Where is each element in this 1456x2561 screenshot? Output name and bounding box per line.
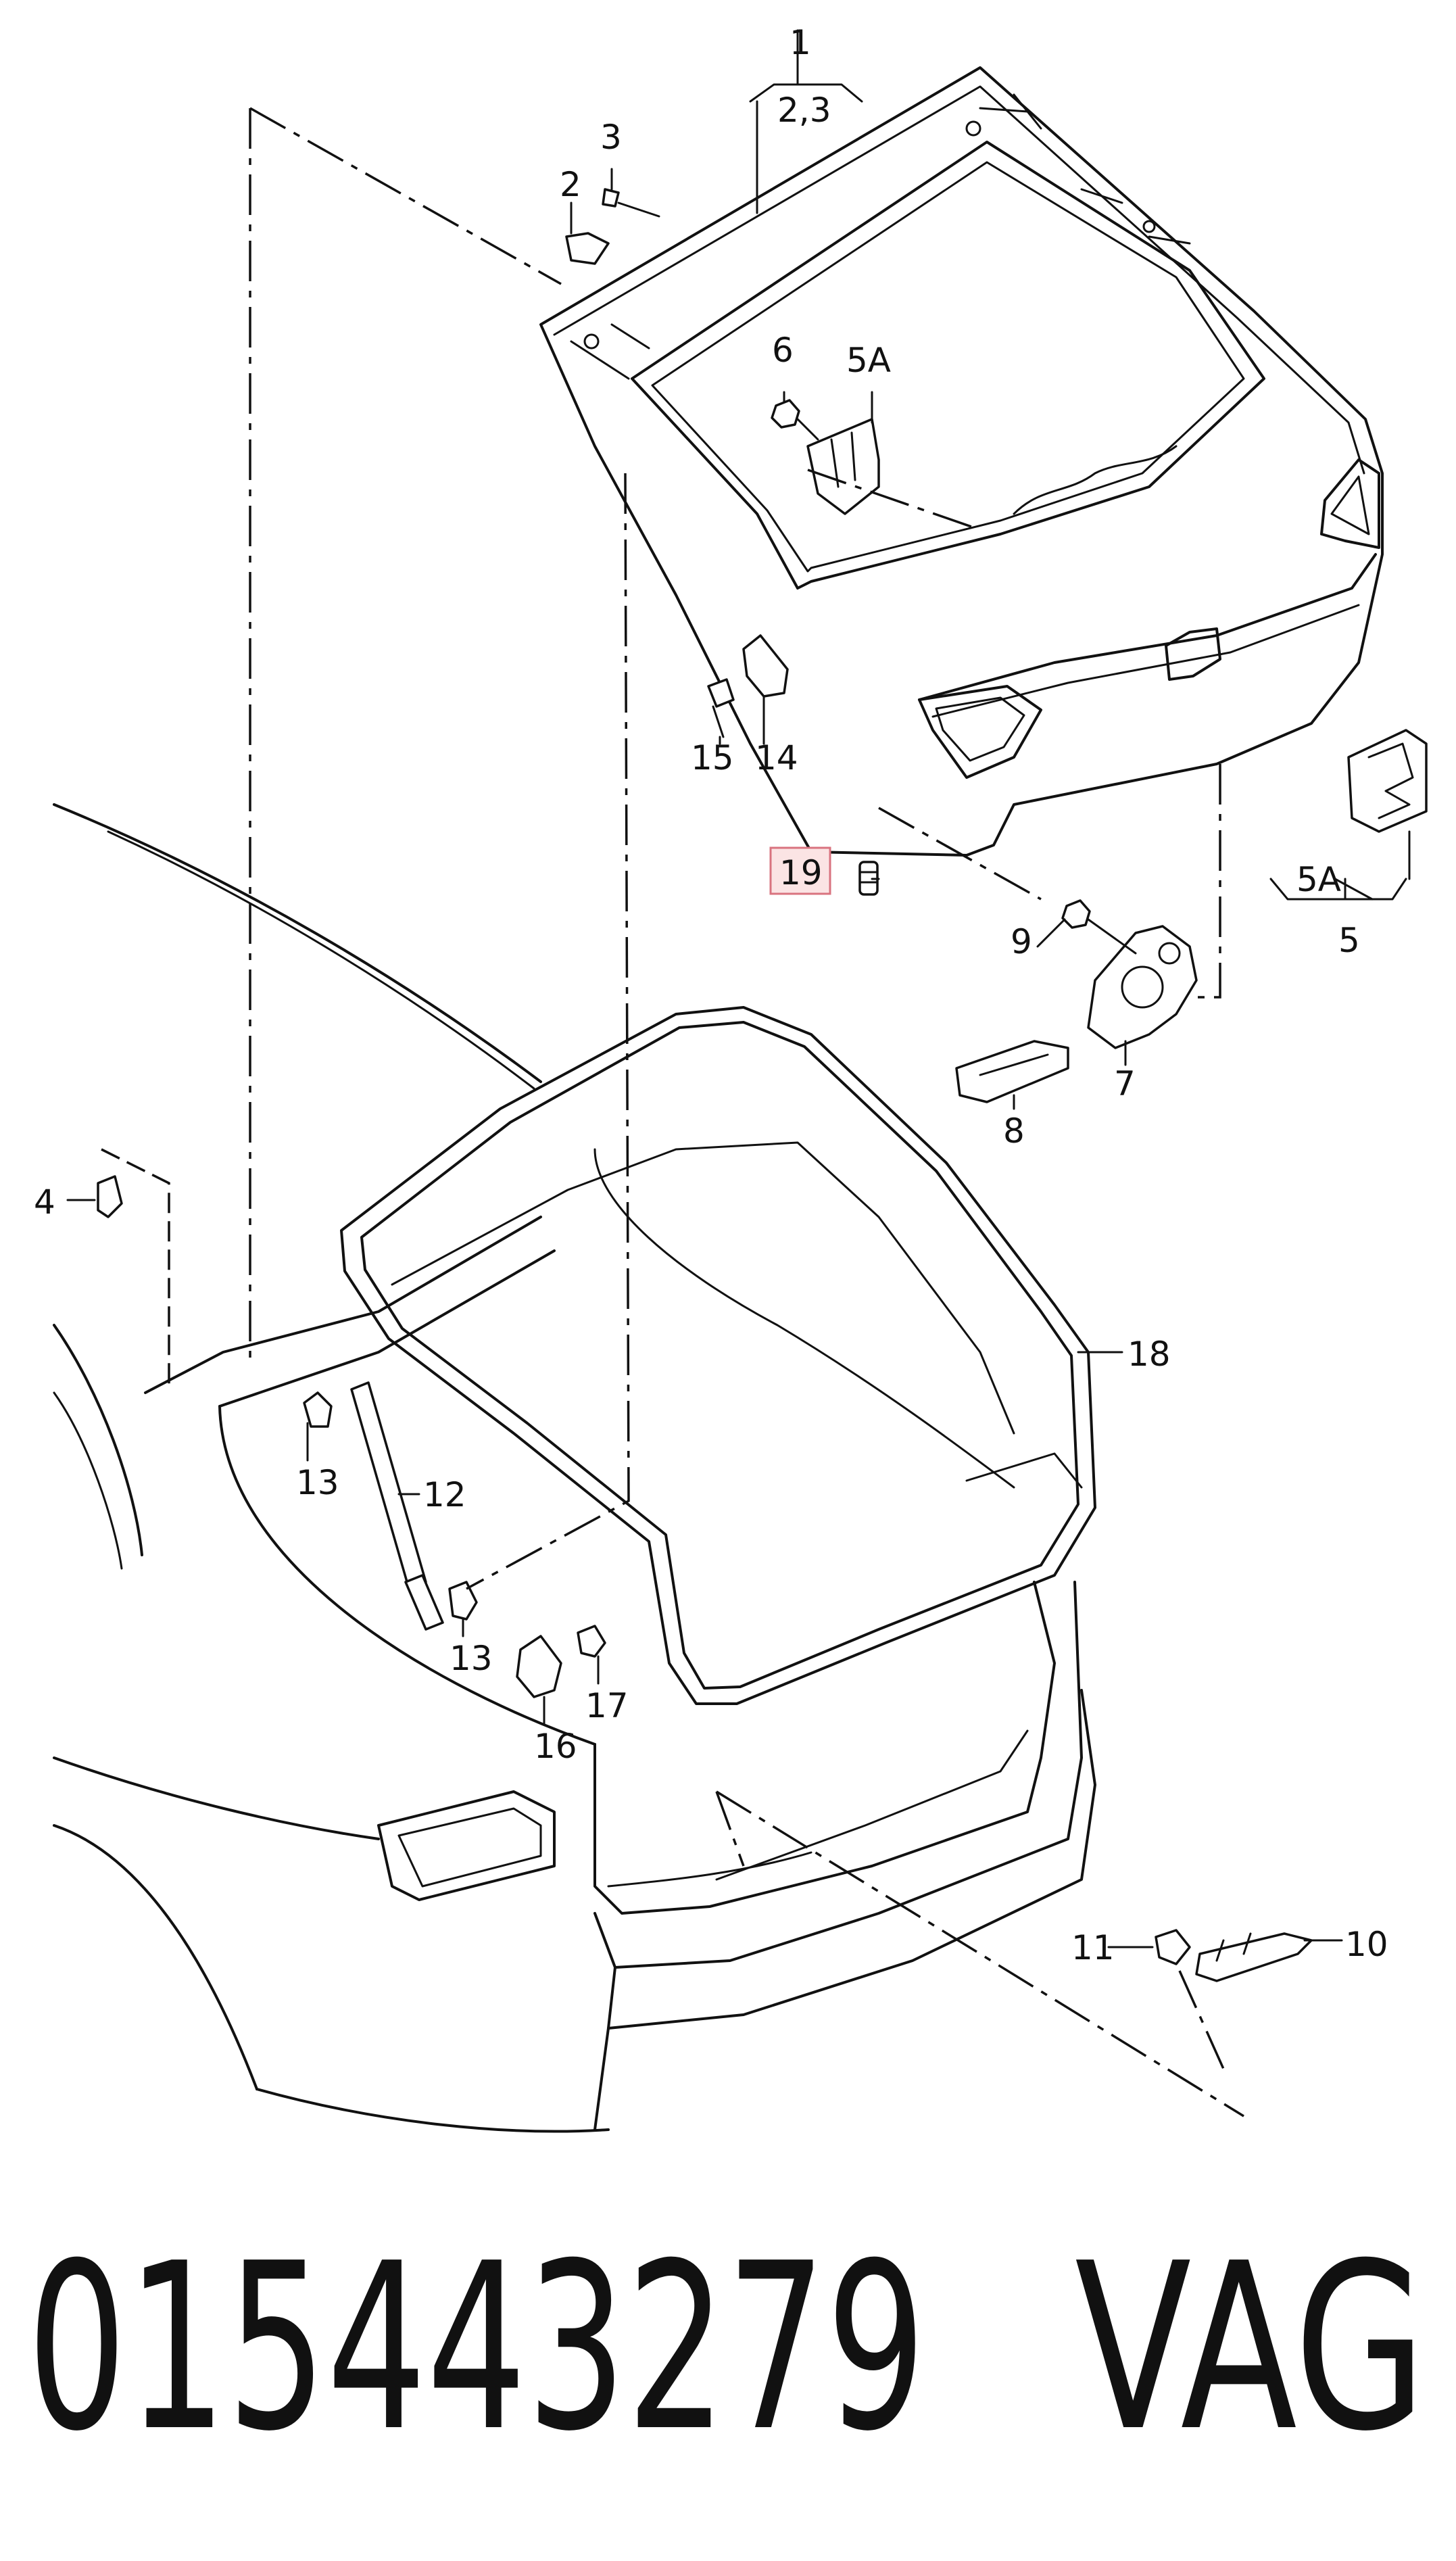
callout-8: 8 [1003,1111,1025,1151]
bracket-part-2 [565,232,610,265]
bolt-part-13-lower [448,1581,478,1621]
callout-1: 1 [790,23,811,62]
callout-10: 10 [1345,1925,1388,1964]
emblem-part-5 [1347,729,1428,833]
callout-15: 15 [691,738,734,777]
handle-part-8 [955,1040,1069,1103]
bolt-part-17 [577,1625,606,1658]
callout-3: 3 [600,118,622,157]
callout-17: 17 [585,1686,629,1725]
clip-part-11 [1155,1929,1191,1965]
callout-9: 9 [1011,922,1032,961]
callout-labels: 1 2,3 2 3 6 5A 15 14 19 5A 5 9 7 8 4 18 … [34,23,1388,1967]
nut-part-6 [771,399,800,429]
footer: 015443279 VAG [27,2214,1426,2482]
bolt-part-15 [707,678,735,708]
callout-5: 5 [1338,921,1360,960]
dashed-reference-lines [101,107,1244,2117]
callout-2-3: 2,3 [777,91,831,130]
bracket-part-10 [1195,1932,1313,1982]
callout-4: 4 [34,1182,55,1222]
clip-part-4 [97,1175,123,1218]
callout-19-highlight [769,846,831,895]
small-parts [97,188,1428,1982]
brand-name: VAG [1075,2214,1426,2482]
gas-strut-part-12 [350,1381,427,1590]
nut-part-9 [1061,899,1091,929]
car-body-rear [53,803,1096,2133]
callout-18: 18 [1127,1335,1171,1374]
bolt-part-13-upper [303,1391,333,1428]
part-number: 015443279 [27,2214,926,2482]
screw-part-3 [602,188,620,208]
callout-6: 6 [772,331,794,370]
callout-5a-bottom: 5A [1296,860,1341,899]
striker-part-16 [516,1635,562,1698]
callout-12: 12 [423,1475,466,1514]
callout-5a-top: 5A [846,341,891,380]
leader-lines [66,29,1411,1948]
lock-part-7 [1087,925,1198,1049]
callout-2: 2 [560,165,581,204]
bracket-part-5a [806,418,880,515]
callout-13-lower: 13 [450,1639,493,1678]
callout-16: 16 [534,1727,577,1766]
callout-7: 7 [1114,1064,1136,1103]
callout-19: 19 [779,853,823,892]
callout-13-upper: 13 [296,1463,339,1502]
callout-14: 14 [755,738,798,777]
tailgate-assembly [539,66,1384,857]
buffer-part-14 [742,634,789,698]
callout-11: 11 [1071,1928,1115,1967]
